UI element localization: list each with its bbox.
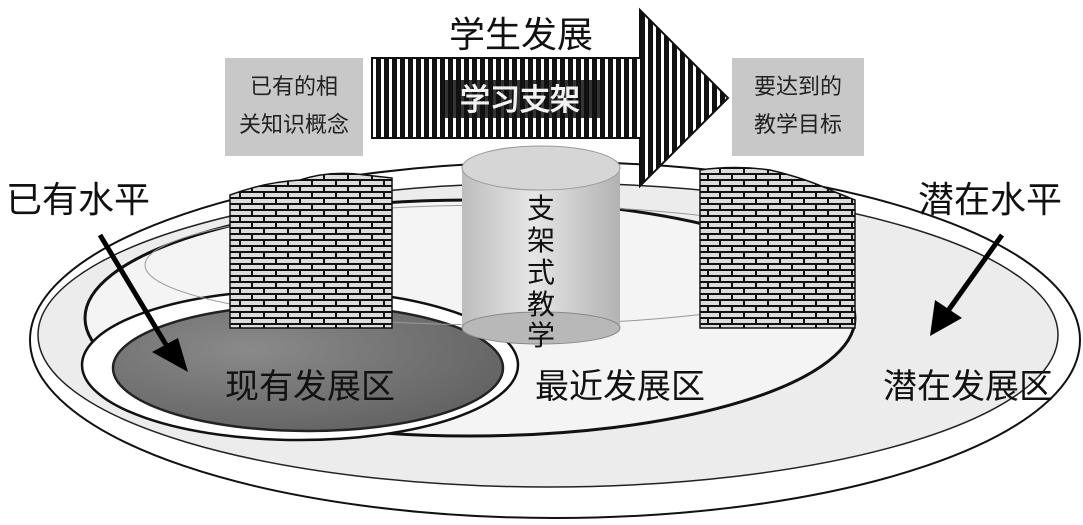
cylinder-char-1: 支 <box>527 192 555 225</box>
arrow-label: 学习支架 <box>460 83 580 118</box>
zone-current-label: 现有发展区 <box>225 367 395 407</box>
cylinder-char-4: 教 <box>527 288 555 321</box>
left-box-line2: 关知识概念 <box>239 113 349 138</box>
left-box-line1: 已有的相 <box>250 75 338 100</box>
arrow-label-backdrop <box>440 80 600 118</box>
zone-potential-label: 潜在发展区 <box>883 367 1053 407</box>
cylinder-label: 支 架 式 教 学 <box>527 192 555 352</box>
cylinder-char-5: 学 <box>527 319 555 352</box>
right-box <box>732 58 864 156</box>
left-brick-wall <box>229 172 393 329</box>
cylinder-char-2: 架 <box>527 224 555 257</box>
level-right-label: 潜在水平 <box>918 180 1062 221</box>
right-brick-wall <box>699 166 856 329</box>
cylinder <box>461 145 621 345</box>
right-box-line2: 教学目标 <box>754 113 842 138</box>
level-left-arrow <box>97 233 188 372</box>
level-right-arrow <box>930 233 1005 336</box>
right-box-line1: 要达到的 <box>754 75 842 100</box>
level-left-label: 已有水平 <box>6 180 150 221</box>
left-box <box>225 58 363 156</box>
cylinder-char-3: 式 <box>527 256 555 289</box>
title: 学生发展 <box>449 15 593 56</box>
zone-proximal-label: 最近发展区 <box>535 367 705 407</box>
